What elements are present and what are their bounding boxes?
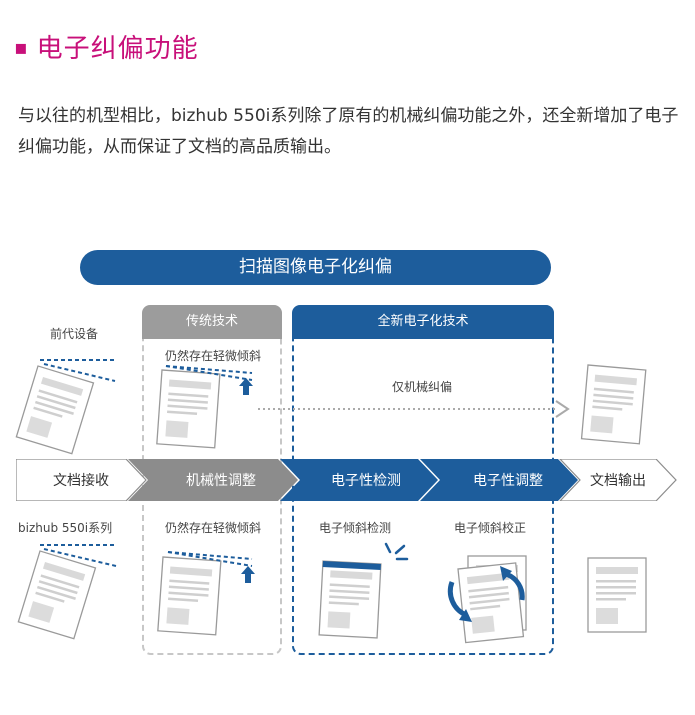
- rotate-arrow-icon: [505, 571, 525, 601]
- traditional-skew-label-top: 仍然存在轻微倾斜: [164, 349, 261, 363]
- process-flow: 文档接收 机械性调整 电子性检测 电子性调整 文档输出: [16, 459, 677, 501]
- section-title: ▪ 电子纠偏功能: [14, 28, 199, 65]
- mechanical-only-label: 仅机械纠偏: [391, 380, 452, 394]
- flow-step-detect: 电子性检测: [280, 459, 438, 501]
- svg-text:文档输出: 文档输出: [590, 473, 646, 489]
- rotate-arrowhead: [500, 566, 512, 581]
- skew-guide-line: [43, 363, 116, 382]
- output-document-icon-bottom: [587, 557, 647, 633]
- skew-guide-line: [165, 365, 253, 374]
- slightly-skewed-document-icon-bottom: [157, 556, 222, 636]
- skew-guide-line: [167, 551, 253, 560]
- flow-step-adjust: 电子性调整: [420, 459, 578, 501]
- traditional-header: 传统技术: [142, 305, 282, 339]
- flow-step-receive: 文档接收: [16, 459, 147, 501]
- corrected-document-front-icon: [457, 562, 525, 644]
- electronic-detection-label: 电子倾斜检测: [318, 521, 391, 535]
- electronic-correction-label: 电子倾斜校正: [453, 521, 526, 535]
- svg-text:电子性调整: 电子性调整: [473, 473, 543, 489]
- traditional-skew-label-bottom: 仍然存在轻微倾斜: [164, 521, 261, 535]
- new-tech-header: 全新电子化技术: [292, 305, 554, 339]
- up-arrow-icon: [239, 378, 253, 395]
- previous-device-label: 前代设备: [50, 327, 99, 341]
- scan-flash-icon: [384, 542, 409, 561]
- rotate-arrowhead: [459, 609, 472, 622]
- skew-guide-line: [167, 551, 253, 567]
- output-document-icon-top: [580, 364, 647, 445]
- diagram-banner: 扫描图像电子化纠偏: [80, 250, 551, 285]
- svg-text:电子性检测: 电子性检测: [331, 473, 401, 489]
- section-title-text: 电子纠偏功能: [36, 34, 199, 64]
- svg-text:文档接收: 文档接收: [53, 472, 109, 489]
- svg-text:机械性调整: 机械性调整: [186, 473, 256, 489]
- skew-guide-line: [43, 548, 117, 567]
- flow-step-mechanical: 机械性调整: [128, 459, 298, 501]
- bizhub-label: bizhub 550i系列: [18, 521, 113, 535]
- skewed-document-icon-bizhub: [17, 550, 97, 640]
- intro-paragraph: 与以往的机型相比，bizhub 550i系列除了原有的机械纠偏功能之外，还全新增…: [18, 106, 679, 157]
- detected-document-icon: [318, 560, 382, 639]
- skew-guide-line: [165, 365, 253, 381]
- pass-through-arrowhead: [555, 400, 570, 418]
- slightly-skewed-document-icon-top: [156, 369, 221, 449]
- up-arrow-icon: [241, 566, 255, 583]
- section-bullet: ▪: [14, 35, 29, 59]
- rotate-arrow-icon: [447, 581, 468, 618]
- flow-step-output: 文档输出: [559, 459, 677, 501]
- skewed-document-icon-prev: [15, 365, 95, 455]
